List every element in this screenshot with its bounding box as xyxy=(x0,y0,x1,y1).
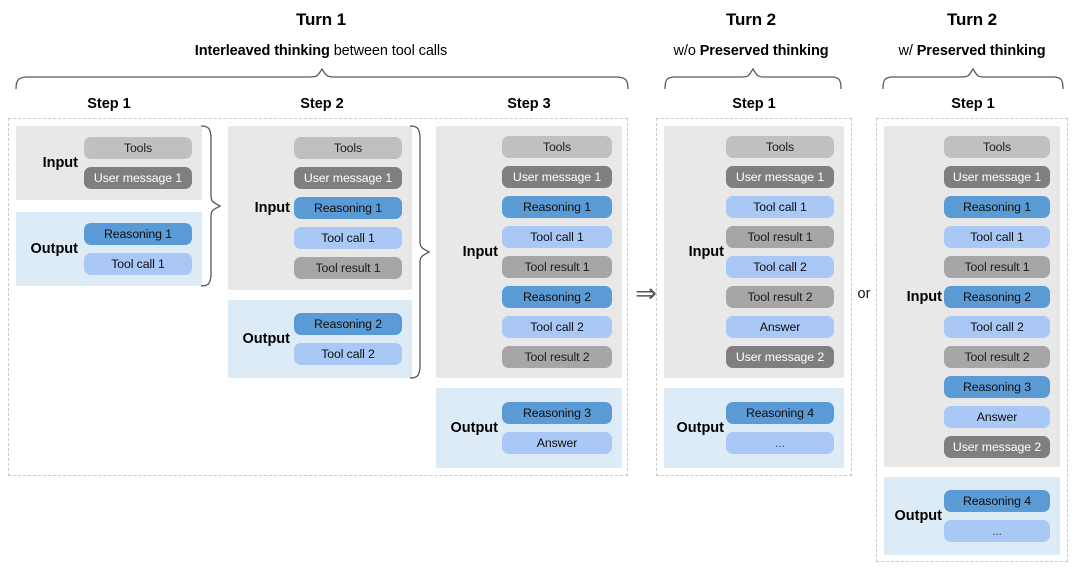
pill-ellipsis[interactable]: ... xyxy=(944,520,1050,542)
pill-tool-result-1[interactable]: Tool result 1 xyxy=(502,256,612,278)
pill-tool-call-1[interactable]: Tool call 1 xyxy=(726,196,834,218)
turn2-wo-input-pills: Tools User message 1 Tool call 1 Tool re… xyxy=(726,132,844,372)
turn-2-w-subtitle-bold: Preserved thinking xyxy=(916,43,1046,59)
pill-user-message-1[interactable]: User message 1 xyxy=(502,166,612,188)
turn2-wo-output-block: Output Reasoning 4 ... xyxy=(664,388,844,468)
turn-2-wo-subtitle: w/o Preserved thinking xyxy=(645,43,857,59)
turn2-w-input-block: Input Tools User message 1 Reasoning 1 T… xyxy=(884,126,1060,467)
pill-tool-call-2[interactable]: Tool call 2 xyxy=(294,343,402,365)
output-label: Output xyxy=(242,331,290,347)
step-label-turn1-step1: Step 1 xyxy=(87,96,131,112)
turn1-step3-input-pills: Tools User message 1 Reasoning 1 Tool ca… xyxy=(502,132,622,372)
pill-reasoning-1[interactable]: Reasoning 1 xyxy=(502,196,612,218)
turn1-step3-output-pills: Reasoning 3 Answer xyxy=(502,398,622,458)
output-label: Output xyxy=(676,420,724,436)
pill-tools[interactable]: Tools xyxy=(294,137,402,159)
turn2-wo-input-block: Input Tools User message 1 Tool call 1 T… xyxy=(664,126,844,378)
output-label: Output xyxy=(450,420,498,436)
turn-2-wo-brace xyxy=(664,68,842,90)
pill-tool-call-1[interactable]: Tool call 1 xyxy=(294,227,402,249)
turn1-step2-output-pills: Reasoning 2 Tool call 2 xyxy=(294,309,412,369)
step-label-turn1-step2: Step 2 xyxy=(300,96,344,112)
pill-reasoning-3[interactable]: Reasoning 3 xyxy=(944,375,1050,398)
turn-1-subtitle-suffix: between tool calls xyxy=(329,43,448,59)
turn-2-wo-subtitle-bold: Preserved thinking xyxy=(699,43,829,59)
pill-tool-call-2[interactable]: Tool call 2 xyxy=(726,256,834,278)
pill-tool-call-2[interactable]: Tool call 2 xyxy=(502,316,612,338)
pill-user-message-1[interactable]: User message 1 xyxy=(294,167,402,189)
turn-2-w-title: Turn 2 xyxy=(946,10,998,29)
implies-arrow-icon: ⇒ xyxy=(635,279,657,309)
pill-tool-result-2[interactable]: Tool result 2 xyxy=(944,345,1050,368)
pill-reasoning-3[interactable]: Reasoning 3 xyxy=(502,402,612,424)
pill-tool-call-2[interactable]: Tool call 2 xyxy=(944,315,1050,338)
pill-tool-result-2[interactable]: Tool result 2 xyxy=(502,346,612,368)
turn-1-subtitle-bold: Interleaved thinking xyxy=(194,43,330,59)
turn2-wo-output-pills: Reasoning 4 ... xyxy=(726,398,844,458)
turn1-step3-output-block: Output Reasoning 3 Answer xyxy=(436,388,622,468)
pill-tool-call-1[interactable]: Tool call 1 xyxy=(944,225,1050,248)
pill-tool-result-2[interactable]: Tool result 2 xyxy=(726,286,834,308)
pill-reasoning-1[interactable]: Reasoning 1 xyxy=(294,197,402,219)
input-label: Input xyxy=(42,155,78,171)
input-label: Input xyxy=(906,288,942,305)
turn2-w-input-pills: Tools User message 1 Reasoning 1 Tool ca… xyxy=(944,132,1060,462)
pill-reasoning-2[interactable]: Reasoning 2 xyxy=(502,286,612,308)
input-label: Input xyxy=(462,244,498,260)
or-connector-label: or xyxy=(857,286,871,302)
step-label-turn2-wo-step1: Step 1 xyxy=(732,96,776,112)
turn1-step1-input-pills: Tools User message 1 xyxy=(84,133,202,193)
input-label: Input xyxy=(254,200,290,216)
turn1-step1-input-block: Input Tools User message 1 xyxy=(16,126,202,200)
pill-tools[interactable]: Tools xyxy=(84,137,192,159)
turn-1-brace xyxy=(15,68,629,90)
pill-user-message-2[interactable]: User message 2 xyxy=(944,435,1050,458)
pill-user-message-1[interactable]: User message 1 xyxy=(944,165,1050,188)
turn-1-title: Turn 1 xyxy=(295,10,347,29)
pill-reasoning-4[interactable]: Reasoning 4 xyxy=(726,402,834,424)
turn-2-w-subtitle: w/ Preserved thinking xyxy=(866,43,1078,59)
pill-tools[interactable]: Tools xyxy=(944,135,1050,158)
turn1-step1-output-block: Output Reasoning 1 Tool call 1 xyxy=(16,212,202,286)
input-label: Input xyxy=(688,244,724,260)
pill-tool-call-1[interactable]: Tool call 1 xyxy=(84,253,192,275)
turn1-step2-input-block: Input Tools User message 1 Reasoning 1 T… xyxy=(228,126,412,290)
turn2-w-output-block: Output Reasoning 4 ... xyxy=(884,477,1060,555)
pill-tool-result-1[interactable]: Tool result 1 xyxy=(944,255,1050,278)
pill-reasoning-4[interactable]: Reasoning 4 xyxy=(944,490,1050,512)
step-label-turn1-step3: Step 3 xyxy=(507,96,551,112)
turn1-step2-input-pills: Tools User message 1 Reasoning 1 Tool ca… xyxy=(294,133,412,283)
pill-user-message-2[interactable]: User message 2 xyxy=(726,346,834,368)
pill-ellipsis[interactable]: ... xyxy=(726,432,834,454)
turn-2-w-subtitle-prefix: w/ xyxy=(898,43,917,59)
turn1-step1-output-pills: Reasoning 1 Tool call 1 xyxy=(84,219,202,279)
turn2-w-output-pills: Reasoning 4 ... xyxy=(944,486,1060,546)
output-label: Output xyxy=(894,508,942,524)
pill-tools[interactable]: Tools xyxy=(502,136,612,158)
turn-2-w-brace xyxy=(882,68,1064,90)
pill-tool-call-1[interactable]: Tool call 1 xyxy=(502,226,612,248)
turn-2-wo-subtitle-prefix: w/o xyxy=(673,43,700,59)
turn1-step3-input-block: Input Tools User message 1 Reasoning 1 T… xyxy=(436,126,622,378)
turn-1-subtitle: Interleaved thinking between tool calls xyxy=(16,43,626,59)
pill-answer[interactable]: Answer xyxy=(944,405,1050,428)
output-label: Output xyxy=(30,241,78,257)
pill-tools[interactable]: Tools xyxy=(726,136,834,158)
pill-tool-result-1[interactable]: Tool result 1 xyxy=(726,226,834,248)
turn1-step2-output-block: Output Reasoning 2 Tool call 2 xyxy=(228,300,412,378)
pill-answer[interactable]: Answer xyxy=(502,432,612,454)
pill-user-message-1[interactable]: User message 1 xyxy=(84,167,192,189)
pill-reasoning-2[interactable]: Reasoning 2 xyxy=(944,285,1050,308)
step-label-turn2-w-step1: Step 1 xyxy=(951,96,995,112)
pill-reasoning-1[interactable]: Reasoning 1 xyxy=(944,195,1050,218)
pill-tool-result-1[interactable]: Tool result 1 xyxy=(294,257,402,279)
turn-2-wo-title: Turn 2 xyxy=(725,10,777,29)
pill-reasoning-2[interactable]: Reasoning 2 xyxy=(294,313,402,335)
pill-answer[interactable]: Answer xyxy=(726,316,834,338)
pill-user-message-1[interactable]: User message 1 xyxy=(726,166,834,188)
pill-reasoning-1[interactable]: Reasoning 1 xyxy=(84,223,192,245)
